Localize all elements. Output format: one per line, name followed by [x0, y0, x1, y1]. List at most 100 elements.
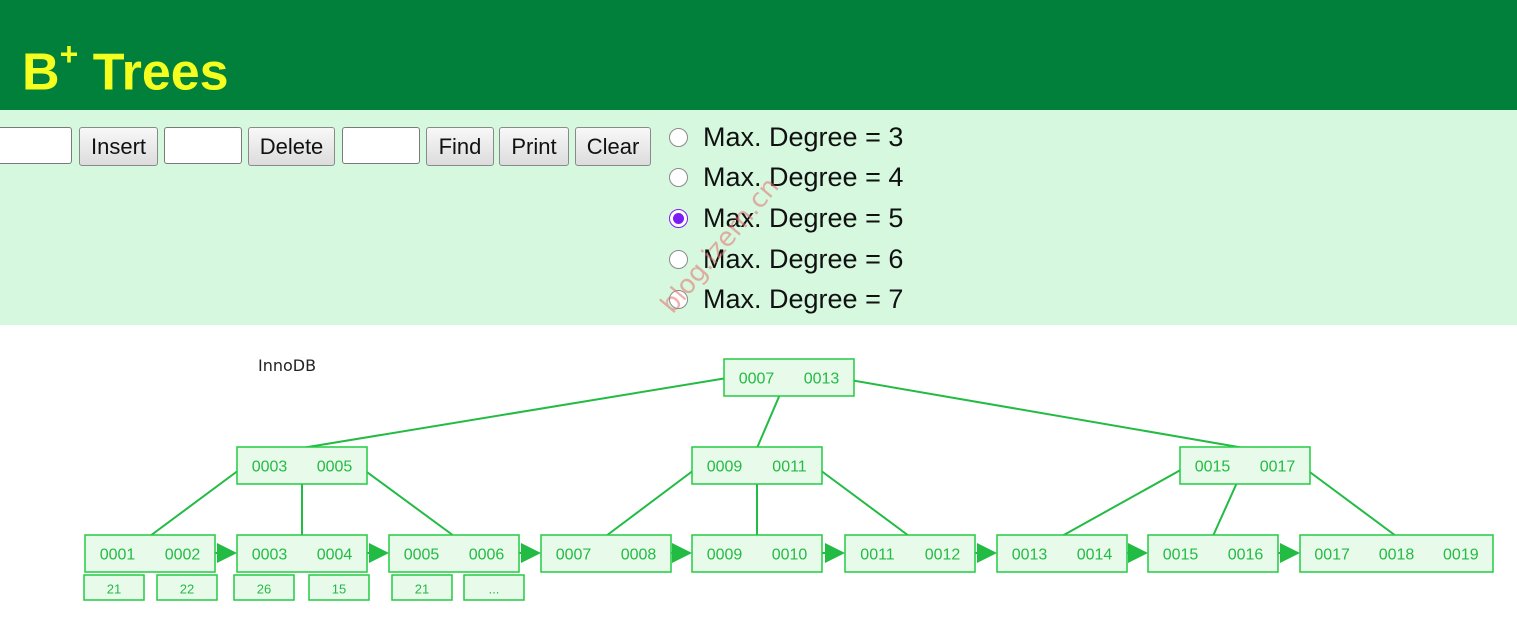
page-title: B+ Trees — [22, 36, 229, 102]
find-input[interactable] — [342, 127, 420, 164]
edge-root-internal — [301, 377, 728, 449]
node-key: 0004 — [317, 547, 353, 564]
leaf-value-box: 21 — [83, 574, 145, 601]
leaf-node-box — [996, 534, 1128, 573]
radio-button[interactable] — [669, 208, 688, 228]
leaf-value-box: 21 — [391, 574, 453, 601]
radio-button[interactable] — [669, 249, 688, 269]
node-key: 0011 — [860, 547, 895, 564]
node-key: 0013 — [804, 371, 840, 388]
node-key: 0012 — [925, 547, 961, 564]
internal-node: 0003 0005 — [236, 446, 368, 485]
node-key: 0009 — [707, 547, 743, 564]
node-key: 0014 — [1077, 547, 1113, 564]
find-button[interactable]: Find — [426, 127, 494, 166]
innodb-annotation: InnoDB — [258, 356, 317, 375]
degree-label: Max. Degree = 7 — [703, 283, 904, 314]
internal-node-box — [1179, 446, 1311, 485]
header-bar: B+ Trees — [0, 0, 1517, 110]
insert-input[interactable] — [0, 127, 72, 164]
node-key: 0002 — [165, 547, 201, 564]
edge-internal-leaf — [815, 466, 910, 537]
node-key: 0006 — [469, 547, 505, 564]
node-key: 21 — [415, 582, 429, 597]
edge-internal-leaf — [1302, 466, 1397, 537]
radio-button[interactable] — [669, 167, 688, 187]
leaf-value-box-box — [463, 574, 525, 601]
internal-node-box — [236, 446, 368, 485]
delete-button[interactable]: Delete — [248, 127, 335, 166]
degree-label: Max. Degree = 4 — [703, 161, 904, 192]
node-key: 0010 — [772, 547, 808, 564]
node-key: 0013 — [1012, 547, 1048, 564]
edge-internal-leaf — [359, 466, 455, 537]
leaf-node: 0007 0008 — [540, 534, 672, 573]
leaf-value-box: 22 — [156, 574, 218, 601]
internal-node-box — [691, 446, 823, 485]
leaf-node: 0011 0012 — [844, 534, 976, 573]
leaf-node-box — [540, 534, 672, 573]
leaf-value-box-box — [391, 574, 453, 601]
degree-option-7[interactable]: Max. Degree = 7 — [669, 282, 903, 316]
leaf-node: 0001 0002 — [84, 534, 216, 573]
node-key: 15 — [332, 582, 346, 597]
degree-label: Max. Degree = 6 — [703, 243, 904, 274]
print-button[interactable]: Print — [499, 127, 569, 166]
degree-option-3[interactable]: Max. Degree = 3 — [669, 120, 903, 154]
node-key: 0007 — [556, 547, 592, 564]
radio-button[interactable] — [669, 289, 688, 309]
control-panel: Insert Delete Find Print Clear Max. Degr… — [0, 110, 1517, 325]
node-key: 0001 — [100, 547, 136, 564]
leaf-value-box-box — [308, 574, 370, 601]
leaf-value-box: 15 — [308, 574, 370, 601]
delete-input[interactable] — [164, 127, 242, 164]
node-key: 26 — [257, 582, 271, 597]
leaf-value-box: 26 — [233, 574, 295, 601]
node-key: 22 — [180, 582, 194, 597]
degree-option-5[interactable]: Max. Degree = 5 — [669, 201, 903, 235]
node-key: 0008 — [621, 547, 657, 564]
insert-button[interactable]: Insert — [79, 127, 158, 166]
node-key: 0003 — [252, 547, 288, 564]
leaf-node: 0015 0016 — [1147, 534, 1279, 573]
node-key: 0016 — [1228, 547, 1264, 564]
leaf-node: 0017 0018 0019 — [1299, 534, 1494, 573]
degree-label: Max. Degree = 3 — [703, 121, 904, 152]
leaf-node: 0013 0014 — [996, 534, 1128, 573]
clear-button[interactable]: Clear — [575, 127, 651, 166]
leaf-node-box — [691, 534, 823, 573]
degree-option-4[interactable]: Max. Degree = 4 — [669, 160, 903, 194]
tree-edges — [149, 377, 1397, 563]
leaf-value-box-box — [233, 574, 295, 601]
leaf-node-box — [1147, 534, 1279, 573]
node-key: 0017 — [1260, 459, 1296, 476]
node-key: 0019 — [1443, 547, 1479, 564]
leaf-node-box — [844, 534, 976, 573]
node-key: 0015 — [1163, 547, 1199, 564]
node-key: 0015 — [1195, 459, 1231, 476]
root-node-box — [723, 358, 855, 397]
leaf-value-box-box — [156, 574, 218, 601]
leaf-node-box — [388, 534, 520, 573]
leaf-value-box-box — [83, 574, 145, 601]
edge-root-internal — [849, 379, 1245, 449]
tree-canvas: 0007 0013 0003 0005 0009 0011 0015 0017 0001 0002… — [83, 358, 1494, 601]
degree-option-6[interactable]: Max. Degree = 6 — [669, 242, 903, 276]
node-key: 0011 — [772, 459, 807, 476]
node-key: 0003 — [252, 459, 288, 476]
internal-node: 0009 0011 — [691, 446, 823, 485]
node-key: 0007 — [739, 371, 775, 388]
edge-internal-leaf — [1061, 466, 1187, 537]
edge-internal-leaf — [149, 466, 244, 537]
leaf-node: 0003 0004 — [236, 534, 368, 573]
internal-node: 0015 0017 — [1179, 446, 1311, 485]
leaf-value-box: ... — [463, 574, 525, 601]
leaf-node-box — [84, 534, 216, 573]
leaf-node-box — [236, 534, 368, 573]
node-key: 0018 — [1379, 547, 1415, 564]
radio-button[interactable] — [669, 127, 688, 147]
node-key: 0017 — [1314, 547, 1350, 564]
node-key: 0005 — [317, 459, 353, 476]
node-key: 0009 — [707, 459, 743, 476]
